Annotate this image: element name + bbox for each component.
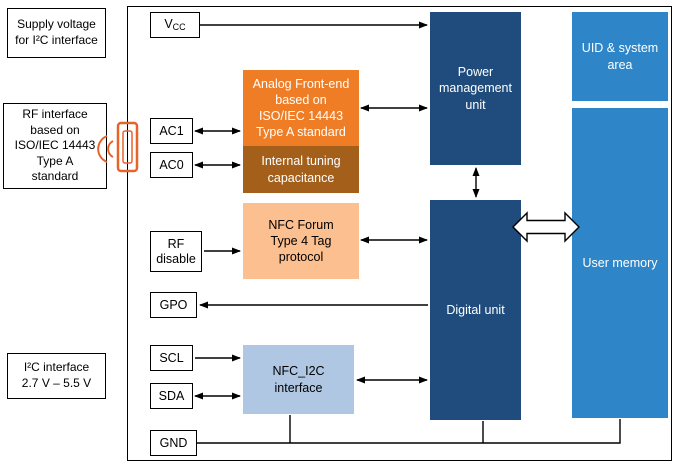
pin-sda: SDA xyxy=(150,383,193,409)
note-rf-interface: RF interface based on ISO/IEC 14443 Type… xyxy=(3,103,107,189)
pin-vcc: VCC xyxy=(150,12,200,38)
pin-rf-disable: RF disable xyxy=(150,231,202,272)
pin-gnd: GND xyxy=(150,430,197,456)
pin-gpo: GPO xyxy=(150,292,197,318)
block-power-management: Power management unit xyxy=(430,12,521,165)
block-internal-tuning: Internal tuning capacitance xyxy=(243,146,359,193)
pin-vcc-label: VCC xyxy=(164,17,186,33)
block-digital-unit: Digital unit xyxy=(430,200,521,420)
note-supply-voltage: Supply voltage for I²C interface xyxy=(7,8,106,58)
block-analog-front-end: Analog Front-end based on ISO/IEC 14443 … xyxy=(243,70,359,146)
block-uid-system-area: UID & system area xyxy=(572,12,668,101)
block-nfc-i2c-interface: NFC_I2C interface xyxy=(243,345,354,414)
pin-ac0: AC0 xyxy=(150,152,193,178)
note-i2c-interface: I²C interface 2.7 V – 5.5 V xyxy=(7,353,106,399)
pin-scl: SCL xyxy=(150,345,193,371)
block-user-memory: User memory xyxy=(572,108,668,418)
pin-ac1: AC1 xyxy=(150,118,193,144)
block-nfc-forum-protocol: NFC Forum Type 4 Tag protocol xyxy=(243,203,359,279)
